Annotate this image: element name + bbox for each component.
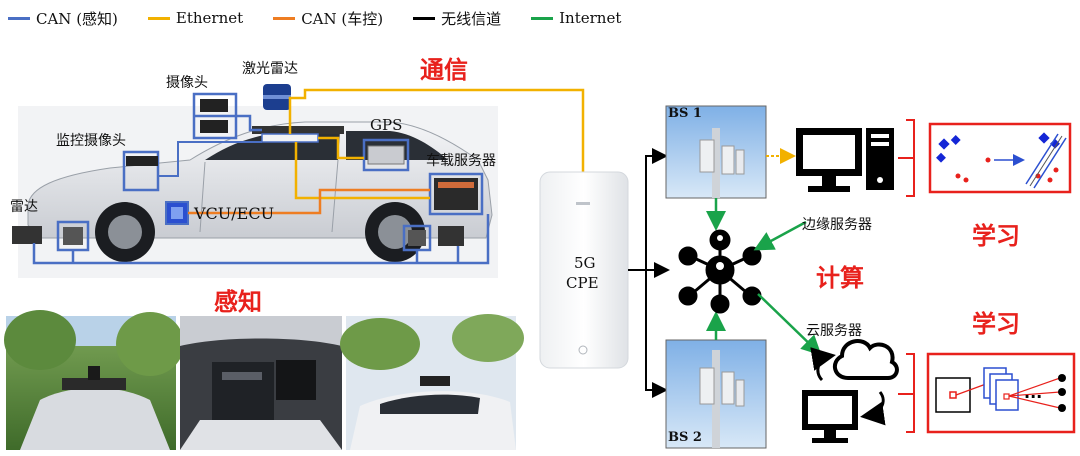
label-lidar: 激光雷达 <box>242 61 298 77</box>
camera-device <box>200 120 228 133</box>
door-line <box>199 161 206 233</box>
server-vent <box>438 182 474 188</box>
wireless-link-bs1 <box>628 148 668 271</box>
section-title-communication: 通信 <box>420 56 468 84</box>
legend-label: Ethernet <box>175 9 244 27</box>
radar-device <box>408 230 426 246</box>
internet-link-edge-hub <box>753 220 807 251</box>
base-station-1 <box>665 105 767 199</box>
label-radar: 雷达 <box>10 199 38 215</box>
camera-device <box>200 99 228 112</box>
vehicle-photo-trunk <box>180 316 342 450</box>
camera-link <box>236 114 262 132</box>
legend-label: CAN (感知) <box>36 9 118 28</box>
svg-text:···: ··· <box>1024 387 1042 406</box>
wireless-link-bs2 <box>645 270 668 398</box>
roof-rack <box>252 126 344 134</box>
label-vcu-ecu: VCU/ECU <box>194 204 275 223</box>
label-monitor-camera: 监控摄像头 <box>56 133 126 149</box>
photos-row <box>4 310 524 450</box>
legend-swatch <box>8 16 30 20</box>
legend: CAN (感知) Ethernet CAN (车控) 无线信道 Internet <box>8 6 621 30</box>
label-camera: 摄像头 <box>166 75 208 91</box>
network-hub-icon <box>678 229 762 314</box>
can-perception-bus <box>32 214 490 265</box>
radar-device-external <box>12 226 42 244</box>
gps-box <box>362 138 410 172</box>
monitor-camera-link <box>158 141 262 177</box>
section-title-perception: 感知 <box>214 288 262 316</box>
label-bs2: BS 2 <box>668 430 702 445</box>
label-cpe-line2: CPE <box>566 274 599 292</box>
ethernet-link <box>318 136 364 160</box>
label-gps: GPS <box>370 116 403 134</box>
wheel-rim <box>378 215 412 249</box>
label-cloud-server: 云服务器 <box>806 323 862 339</box>
legend-item-can-control: CAN (车控) <box>273 8 383 29</box>
legend-swatch <box>531 16 554 20</box>
section-title-computing: 计算 <box>816 264 864 292</box>
legend-item-ethernet: Ethernet <box>147 9 244 27</box>
lidar-band <box>263 95 291 99</box>
can-control-link <box>188 188 430 215</box>
label-onboard-server: 车载服务器 <box>426 153 496 169</box>
monitor-camera-device <box>126 156 158 166</box>
section-title-learning-top: 学习 <box>972 222 1020 250</box>
legend-item-internet: Internet <box>531 9 621 27</box>
legend-item-can-perception: CAN (感知) <box>8 8 118 29</box>
section-title-learning-bottom: 学习 <box>972 310 1020 338</box>
label-bs1: BS 1 <box>668 106 702 121</box>
radar-device-external <box>438 226 464 246</box>
ethernet-link <box>294 142 430 200</box>
cloud-server-icon <box>802 339 899 443</box>
label-cpe-line1: 5G <box>574 254 596 272</box>
legend-swatch <box>273 16 296 20</box>
gps-device <box>367 145 405 165</box>
vehicle-area <box>12 84 593 278</box>
cloud-learning-panel: ··· <box>926 352 1076 434</box>
cpe-led <box>576 202 590 205</box>
legend-swatch <box>147 16 170 20</box>
cpe-device <box>539 171 629 369</box>
vehicle-photo-side <box>340 314 524 450</box>
cpe-power-icon <box>578 345 588 355</box>
legend-label: Internet <box>559 9 622 27</box>
legend-item-wireless: 无线信道 <box>413 8 501 29</box>
wheel-rim <box>108 215 142 249</box>
wireless-links <box>628 148 670 398</box>
network-switch <box>261 133 319 143</box>
legend-label: 无线信道 <box>441 9 502 28</box>
vehicle-photo-roof <box>4 310 184 450</box>
label-edge-server: 边缘服务器 <box>802 217 872 233</box>
edge-learning-panel <box>928 122 1072 194</box>
onboard-server-box <box>428 172 484 216</box>
legend-label: CAN (车控) <box>301 9 384 28</box>
edge-server-icon <box>796 128 894 192</box>
door-line <box>331 159 339 233</box>
ethernet-link <box>288 88 593 201</box>
radar-device <box>63 227 83 245</box>
chip-core <box>171 207 183 219</box>
monitor-camera-box <box>122 150 160 192</box>
internet-link-hub-cloud <box>757 293 822 356</box>
legend-swatch <box>413 16 436 20</box>
base-station-2 <box>665 339 767 449</box>
